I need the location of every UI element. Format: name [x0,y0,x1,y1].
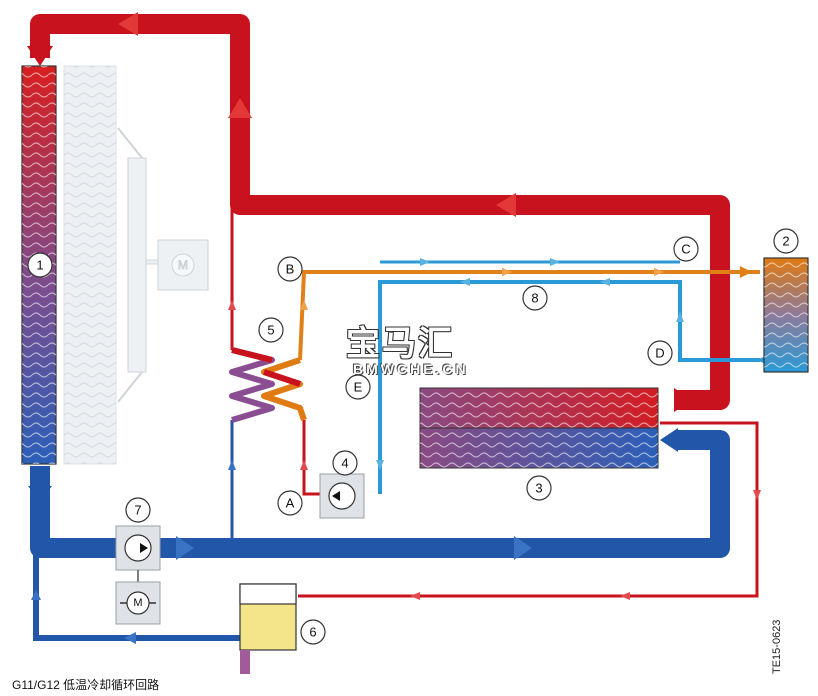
flow-arrow-icon [496,193,516,217]
badge-4: 4 [341,456,348,471]
tank-return-pipe [33,548,240,641]
flow-arrow-icon [228,98,252,118]
badge-2: 2 [782,234,789,249]
pump-motor-symbol: M [133,597,142,609]
badge-C: C [681,242,690,257]
flow-arrow-icon [176,536,194,560]
flow-arrow-icon [674,388,692,412]
badge-D: D [655,346,664,361]
exchanger-coil [229,347,307,423]
electric-pump [319,473,365,519]
badge-7: 7 [134,503,141,518]
badge-B: B [286,262,295,277]
fan-motor-symbol: M [178,258,188,272]
badge-5: 5 [267,323,274,338]
flow-arrow-icon [27,46,53,66]
heat-exchanger [763,257,809,373]
figure-caption: G11/G12 低温冷却循环回路 [12,678,160,692]
flow-arrow-icon [228,460,236,470]
condenser-grey [63,65,117,465]
flow-arrow-icon [28,486,52,502]
charge-air-cooler [419,387,659,469]
flow-arrow-icon [124,632,136,644]
thin-arrows [228,300,761,600]
watermark-url: BMWCHE.CN [353,361,469,377]
thin-hot-pipes [230,205,759,598]
flow-arrow-icon [660,428,678,452]
flow-arrow-icon [31,590,41,600]
loop-arrows [300,258,766,470]
cold-supply-pipe [28,428,730,560]
number-badges: 1 2 3 4 5 6 7 8 [27,228,799,645]
flow-arrow-icon [514,536,532,560]
badge-A: A [286,496,295,511]
badge-1: 1 [36,258,43,273]
expansion-tank [239,583,297,674]
figure-code: TE15-0623 [771,619,783,674]
badge-E: E [354,380,363,395]
fan-assembly: M [117,127,209,403]
badge-8: 8 [531,291,538,306]
letter-badges: A B C D E [277,236,699,516]
main-pump: M [115,525,161,625]
hot-return-pipe [27,12,730,412]
flow-arrow-icon [118,12,138,36]
badge-3: 3 [535,481,542,496]
watermark-logo: 宝马汇 [346,324,454,364]
badge-6: 6 [309,625,316,640]
